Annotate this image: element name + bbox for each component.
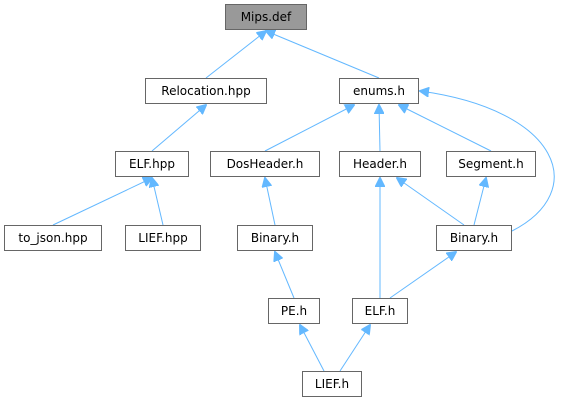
node-lief-hpp[interactable]: LIEF.hpp xyxy=(125,225,201,251)
node-header-h[interactable]: Header.h xyxy=(339,151,421,177)
edge-enums-h-to-mips-def xyxy=(266,31,380,79)
edge-elf-h-to-binary-h-elf xyxy=(389,252,456,299)
node-mips-def: Mips.def xyxy=(225,4,307,30)
edge-binary-h-elf-to-segment-h xyxy=(473,178,486,226)
edge-pe-h-to-binary-h-pe xyxy=(275,252,295,299)
node-relocation-hpp[interactable]: Relocation.hpp xyxy=(145,78,267,104)
node-segment-h[interactable]: Segment.h xyxy=(446,151,536,177)
edge-header-h-to-enums-h xyxy=(379,105,380,152)
node-binary-h-pe[interactable]: Binary.h xyxy=(237,225,313,251)
edge-lief-h-to-elf-h xyxy=(339,325,370,372)
node-elf-h[interactable]: ELF.h xyxy=(352,298,408,324)
node-enums-h[interactable]: enums.h xyxy=(339,78,419,104)
edge-elf-hpp-to-relocation-hpp xyxy=(151,105,206,152)
edge-binary-h-elf-to-enums-h xyxy=(420,91,555,232)
edge-dosheader-h-to-enums-h xyxy=(264,105,354,152)
edge-binary-h-elf-to-header-h xyxy=(397,178,465,226)
edge-lief-h-to-pe-h xyxy=(300,325,325,372)
edge-to-json-hpp-to-elf-hpp xyxy=(52,178,152,226)
edge-segment-h-to-enums-h xyxy=(399,105,492,152)
node-lief-h[interactable]: LIEF.h xyxy=(302,371,362,397)
node-binary-h-elf[interactable]: Binary.h xyxy=(436,225,512,251)
node-elf-hpp[interactable]: ELF.hpp xyxy=(115,151,189,177)
node-to-json-hpp[interactable]: to_json.hpp xyxy=(4,225,102,251)
node-dosheader-h[interactable]: DosHeader.h xyxy=(210,151,320,177)
node-pe-h[interactable]: PE.h xyxy=(268,298,320,324)
edge-relocation-hpp-to-mips-def xyxy=(205,31,266,79)
edge-binary-h-pe-to-dosheader-h xyxy=(265,178,276,226)
edge-lief-hpp-to-elf-hpp xyxy=(152,178,164,226)
